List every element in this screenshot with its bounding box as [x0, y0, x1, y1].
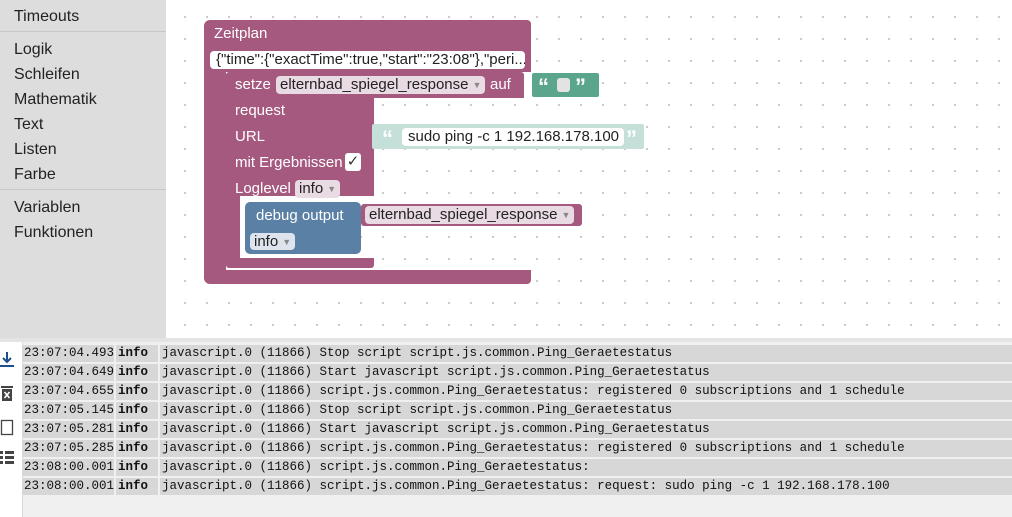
debug-variable-value: elternbad_spiegel_response: [369, 206, 558, 223]
close-quote-icon: ”: [626, 126, 637, 151]
auf-label: auf: [490, 76, 511, 93]
empty-text-field[interactable]: [557, 78, 570, 92]
log-row: 23:07:05.285 info javascript.0 (11866) s…: [22, 440, 1012, 457]
toolbox-category-funktionen[interactable]: Funktionen: [14, 224, 94, 241]
log-row: 23:07:04.655 info javascript.0 (11866) s…: [22, 383, 1012, 400]
toolbox-category-timeouts[interactable]: Timeouts: [14, 8, 80, 25]
debug-level-value: info: [254, 233, 279, 250]
debug-variable-dropdown[interactable]: elternbad_spiegel_response▼: [365, 206, 575, 224]
request-block-footer: [226, 258, 374, 268]
loglevel-dropdown[interactable]: info▼: [295, 180, 341, 198]
log-time: 23:07:05.285: [22, 440, 114, 457]
log-time: 23:07:04.649: [22, 364, 114, 381]
debug-output-label: debug output: [256, 207, 344, 224]
mit-ergebnissen-checkbox[interactable]: ✓: [345, 153, 361, 171]
toolbox-category-farbe[interactable]: Farbe: [14, 166, 56, 183]
log-panel: 23:07:04.493 info javascript.0 (11866) S…: [0, 338, 1012, 517]
log-row: 23:08:00.001 info javascript.0 (11866) s…: [22, 478, 1012, 495]
setze-block[interactable]: setze elternbad_spiegel_response▼ auf: [226, 72, 524, 98]
schedule-block-spine: [204, 72, 226, 272]
log-severity: info: [116, 478, 158, 495]
log-time: 23:07:04.655: [22, 383, 114, 400]
log-message: javascript.0 (11866) script.js.common.Pi…: [160, 478, 1012, 495]
debug-level-dropdown[interactable]: info▼: [250, 233, 296, 250]
log-severity: info: [116, 421, 158, 438]
schedule-block[interactable]: Zeitplan {"time":{"exactTime":true,"star…: [204, 20, 531, 284]
log-severity: info: [116, 383, 158, 400]
request-block-body: [226, 98, 374, 196]
toolbox-category-schleifen[interactable]: Schleifen: [14, 66, 80, 83]
loglevel-label: Loglevel: [235, 180, 291, 197]
mit-ergebnissen-label: mit Ergebnissen: [235, 154, 343, 171]
log-message: javascript.0 (11866) script.js.common.Pi…: [160, 383, 1012, 400]
blockly-workspace[interactable]: Zeitplan {"time":{"exactTime":true,"star…: [166, 0, 1012, 338]
close-quote-icon: ”: [575, 74, 586, 99]
toolbox-separator: [0, 31, 166, 32]
log-message: javascript.0 (11866) script.js.common.Pi…: [160, 440, 1012, 457]
log-time: 23:08:00.001: [22, 459, 114, 476]
setze-variable-dropdown[interactable]: elternbad_spiegel_response▼: [276, 76, 486, 94]
request-block-spine: [226, 196, 240, 258]
toolbox-category-text[interactable]: Text: [14, 116, 44, 133]
loglevel-value: info: [299, 180, 324, 197]
empty-text-block[interactable]: “ ”: [532, 73, 599, 99]
schedule-time-field[interactable]: {"time":{"exactTime":true,"start":"23:08…: [210, 51, 525, 69]
setze-label: setze: [235, 76, 271, 93]
url-text-block[interactable]: “ sudo ping -c 1 192.168.178.100 ”: [372, 124, 644, 151]
log-time: 23:07:05.145: [22, 402, 114, 419]
trash-x-icon[interactable]: [0, 384, 14, 402]
log-severity: info: [116, 440, 158, 457]
schedule-title: Zeitplan: [214, 25, 268, 42]
toolbox-category-variablen[interactable]: Variablen: [14, 199, 81, 216]
schedule-block-footer: [204, 270, 531, 284]
log-row: 23:08:00.001 info javascript.0 (11866) s…: [22, 459, 1012, 476]
toolbox-category-listen[interactable]: Listen: [14, 141, 57, 158]
log-toolbar: [0, 342, 23, 517]
chevron-down-icon: ▼: [282, 237, 292, 247]
arrow-down-bar-icon[interactable]: [0, 350, 14, 368]
log-row: 23:07:05.145 info javascript.0 (11866) S…: [22, 402, 1012, 419]
debug-output-block[interactable]: debug output info▼: [245, 202, 361, 254]
log-message: javascript.0 (11866) script.js.common.Pi…: [160, 459, 1012, 476]
log-time: 23:07:05.281: [22, 421, 114, 438]
log-row: 23:07:05.281 info javascript.0 (11866) S…: [22, 421, 1012, 438]
toolbox: Timeouts Logik Schleifen Mathematik Text…: [0, 0, 166, 338]
log-message: javascript.0 (11866) Start javascript sc…: [160, 421, 1012, 438]
list-icon[interactable]: [0, 448, 14, 466]
log-severity: info: [116, 402, 158, 419]
log-severity: info: [116, 459, 158, 476]
chevron-down-icon: ▼: [472, 80, 482, 90]
log-severity: info: [116, 364, 158, 381]
open-quote-icon: “: [538, 74, 549, 99]
url-label: URL: [235, 128, 266, 145]
open-quote-icon: “: [382, 126, 393, 151]
log-severity: info: [116, 345, 158, 362]
log-message: javascript.0 (11866) Stop script script.…: [160, 345, 1012, 362]
log-message: javascript.0 (11866) Start javascript sc…: [160, 364, 1012, 381]
url-value-field[interactable]: sudo ping -c 1 192.168.178.100: [402, 128, 624, 146]
log-row: 23:07:04.649 info javascript.0 (11866) S…: [22, 364, 1012, 381]
toolbox-separator: [0, 189, 166, 190]
log-time: 23:08:00.001: [22, 478, 114, 495]
chevron-down-icon: ▼: [327, 184, 337, 194]
chevron-down-icon: ▼: [561, 210, 571, 220]
copy-icon[interactable]: [0, 418, 14, 436]
setze-variable-value: elternbad_spiegel_response: [280, 76, 469, 93]
log-time: 23:07:04.493: [22, 345, 114, 362]
toolbox-category-mathematik[interactable]: Mathematik: [14, 91, 97, 108]
log-row: 23:07:04.493 info javascript.0 (11866) S…: [22, 345, 1012, 362]
toolbox-category-logik[interactable]: Logik: [14, 41, 53, 58]
variable-getter-block[interactable]: elternbad_spiegel_response▼: [361, 204, 582, 226]
log-panel-divider[interactable]: [0, 338, 1012, 342]
log-message: javascript.0 (11866) Stop script script.…: [160, 402, 1012, 419]
request-label: request: [235, 102, 286, 119]
request-block[interactable]: request URL mit Ergebnissen ✓ Loglevel i…: [226, 72, 374, 270]
